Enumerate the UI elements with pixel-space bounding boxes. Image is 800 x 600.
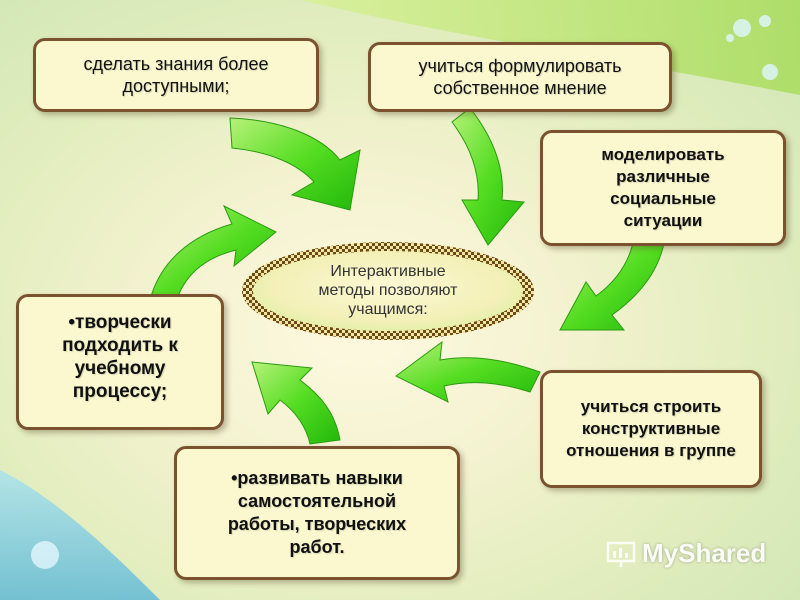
presentation-icon: [606, 541, 636, 567]
watermark-text: MyShared: [642, 538, 767, 568]
arrow-4: [395, 340, 541, 403]
center-line-2: методы позволяют: [318, 282, 458, 299]
box-accessible-knowledge: сделать знания более доступными;: [33, 38, 319, 112]
arrow-5: [251, 361, 341, 445]
box-creative-approach-text: •творчески подходить к учебному процессу…: [62, 312, 178, 402]
center-ellipse: [242, 242, 534, 340]
center-line-1: Интерактивные: [330, 263, 446, 280]
arrow-1: [229, 117, 361, 211]
box-model-social-situations-text: моделировать различные социальные ситуац…: [601, 145, 725, 230]
box-develop-skills-text: •развивать навыки самостоятельной работы…: [227, 468, 407, 557]
box-develop-skills: •развивать навыки самостоятельной работы…: [174, 446, 460, 580]
center-label: Интерактивные методы позволяют учащимся:: [240, 262, 536, 319]
center-line-3: учащимся:: [348, 301, 428, 318]
arrow-2: [451, 107, 525, 246]
box-build-relations: учиться строить конструктивные отношения…: [540, 370, 762, 488]
box-formulate-opinion: учиться формулировать собственное мнение: [368, 42, 672, 112]
box-model-social-situations: моделировать различные социальные ситуац…: [540, 130, 786, 246]
box-accessible-knowledge-text: сделать знания более доступными;: [83, 54, 269, 96]
arrow-3: [559, 237, 666, 331]
box-build-relations-text: учиться строить конструктивные отношения…: [566, 397, 736, 460]
box-creative-approach: •творчески подходить к учебному процессу…: [16, 294, 224, 430]
watermark-logo: MyShared: [606, 538, 766, 569]
box-formulate-opinion-text: учиться формулировать собственное мнение: [418, 56, 622, 98]
arrow-6: [149, 204, 277, 303]
